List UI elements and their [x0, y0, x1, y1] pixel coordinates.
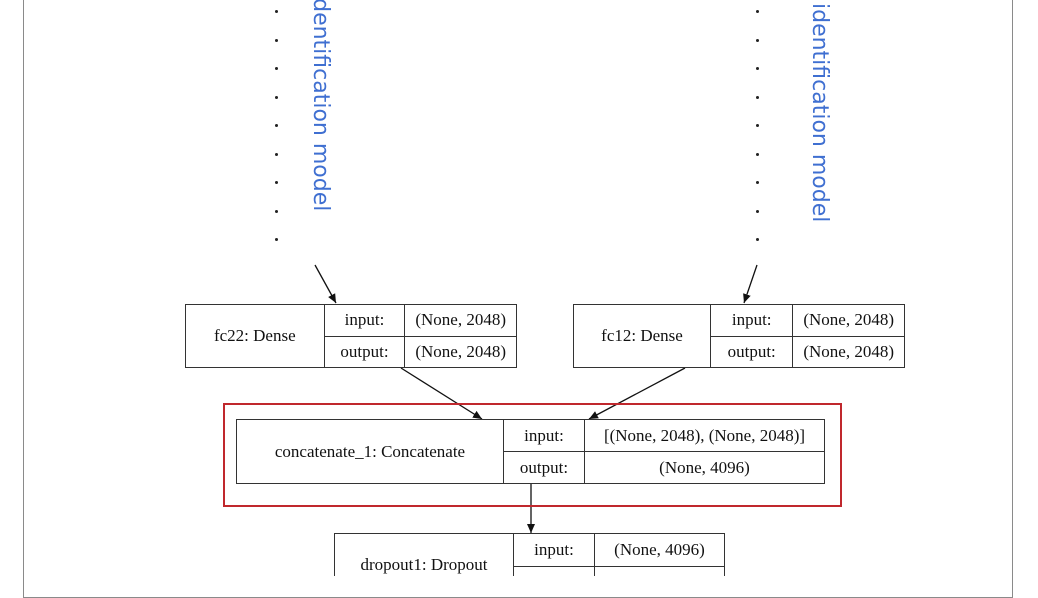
node-dropout1[interactable]: dropout1: Dropout input: output: (None, … [334, 533, 725, 576]
concatenate-highlight-box [223, 403, 842, 507]
node-dropout1-name: dropout1: Dropout [335, 534, 514, 576]
node-concatenate-output-value: (None, 4096) [585, 451, 824, 483]
arrow-left-model-to-fc22 [314, 264, 337, 304]
ellipsis-dot [756, 209, 759, 213]
ellipsis-dot [275, 124, 278, 127]
node-fc22-output-label: output: [324, 335, 405, 368]
node-dropout1-input-value: (None, 4096) [614, 540, 705, 559]
ellipsis-dot [756, 38, 759, 42]
arrow-fc12-to-concatenate [588, 367, 686, 420]
ellipsis-dot [275, 67, 278, 70]
ellipsis-dot [275, 95, 278, 99]
node-dropout1-output-label: output: [514, 566, 594, 576]
ellipsis-dot [275, 10, 278, 13]
ellipsis-dot [756, 124, 759, 127]
ellipsis-dot [275, 238, 278, 241]
ellipsis-dot [756, 67, 759, 70]
node-fc12-output-label: output: [711, 335, 793, 368]
node-concatenate-output-label: output: [504, 451, 584, 483]
node-fc12-input-label: input: [731, 310, 772, 330]
node-fc22-input-label: input: [344, 310, 385, 330]
ellipsis-dot [756, 152, 759, 156]
node-concatenate-name: concatenate_1: Concatenate [237, 420, 504, 483]
node-dropout1-output-value: (None, 4096) [595, 566, 724, 576]
ellipsis-dot [756, 181, 759, 184]
connector-arrows [314, 264, 758, 533]
node-fc22[interactable]: fc22: Dense input: output: (None, 2048) … [185, 304, 517, 368]
node-dropout1-input-label: input: [534, 540, 574, 559]
node-fc22-input-value: (None, 2048) [415, 310, 506, 330]
arrow-right-model-to-fc12 [743, 264, 758, 304]
node-fc12-input-value: (None, 2048) [803, 310, 894, 330]
node-fc12-name: fc12: Dense [574, 305, 712, 367]
arrow-fc22-to-concatenate [400, 367, 483, 420]
node-fc22-name: fc22: Dense [186, 305, 325, 367]
ellipsis-dot [756, 238, 759, 241]
ellipsis-dot [275, 38, 278, 42]
ellipsis-dot [756, 95, 759, 99]
node-fc12-output-value: (None, 2048) [793, 335, 904, 368]
node-fc22-output-value: (None, 2048) [405, 335, 516, 368]
node-concatenate-input-value: [(None, 2048), (None, 2048)] [603, 425, 806, 445]
node-concatenate[interactable]: concatenate_1: Concatenate input: output… [236, 419, 825, 484]
node-fc12[interactable]: fc12: Dense input: output: (None, 2048) … [573, 304, 905, 368]
ellipsis-dot [275, 152, 278, 156]
ellipsis-dot [756, 10, 759, 13]
ellipsis-dot [275, 181, 278, 184]
ellipsis-dot [275, 209, 278, 213]
node-concatenate-input-label: input: [524, 425, 564, 445]
